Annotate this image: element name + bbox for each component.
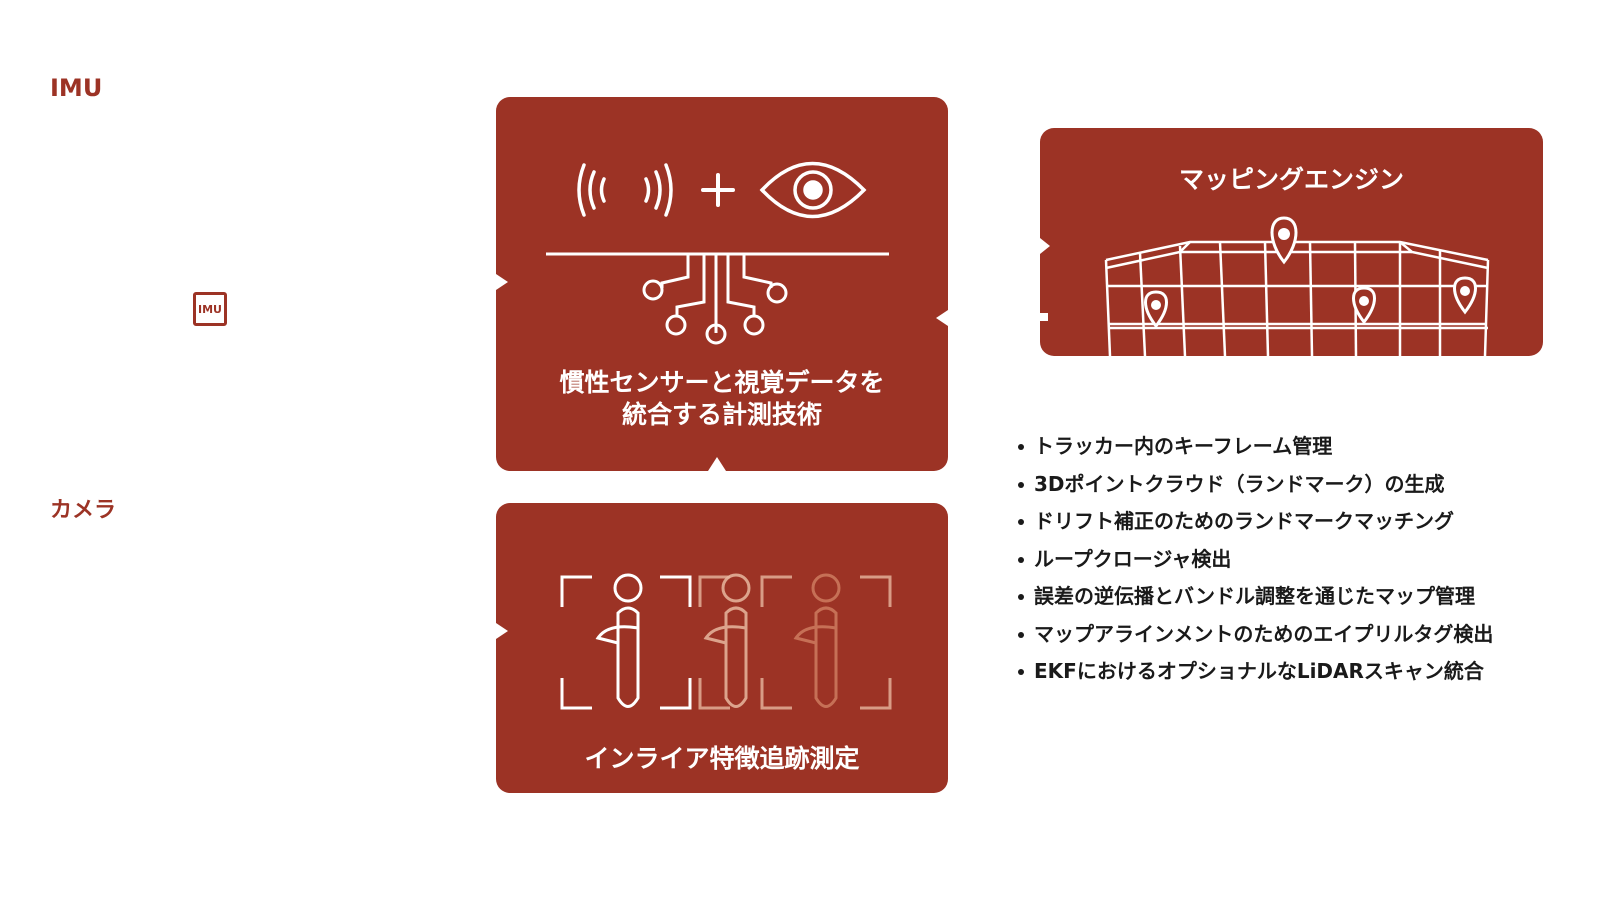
imu-badge-icon: IMU <box>193 292 227 326</box>
vio-card: 慣性センサーと視覚データを 統合する計測技術 <box>496 97 948 471</box>
tracking-frame-1 <box>560 575 692 710</box>
map-pin-icon <box>1270 216 1298 265</box>
tracking-left-notch <box>496 623 508 639</box>
list-item: トラッカー内のキーフレーム管理 <box>1018 434 1493 472</box>
tracking-title: インライア特徴追跡測定 <box>584 744 860 773</box>
list-item: EKFにおけるオプショナルなLiDARスキャン統合 <box>1018 659 1493 697</box>
mapping-card: マッピングエンジン <box>1040 128 1543 356</box>
eye-icon <box>759 161 867 219</box>
vio-right-notch <box>936 310 948 326</box>
circuit-icon <box>642 254 788 345</box>
mapping-features-list: トラッカー内のキーフレーム管理 3Dポイントクラウド（ランドマーク）の生成 ドリ… <box>1018 434 1493 697</box>
list-item: 3Dポイントクラウド（ランドマーク）の生成 <box>1018 472 1493 510</box>
tracking-card: インライア特徴追跡測定 <box>496 503 948 793</box>
list-item: 誤差の逆伝播とバンドル調整を通じたマップ管理 <box>1018 584 1493 622</box>
imu-label: IMU <box>50 74 103 102</box>
map-pin-icon-3 <box>1352 286 1376 325</box>
list-item: マップアラインメントのためのエイプリルタグ検出 <box>1018 622 1493 660</box>
map-grid-icon <box>1104 216 1490 356</box>
vio-title-line1: 慣性センサーと視覚データを <box>559 368 885 397</box>
list-item: ドリフト補正のためのランドマークマッチング <box>1018 509 1493 547</box>
mapping-title: マッピングエンジン <box>1178 165 1404 194</box>
map-pin-icon-4 <box>1453 276 1477 315</box>
tracking-frame-2 <box>698 575 892 710</box>
person-figure-1 <box>595 573 643 708</box>
person-figure-3 <box>793 573 841 708</box>
mapping-connector-bar <box>1040 313 1048 321</box>
vio-left-notch <box>496 274 508 290</box>
vio-illustration <box>546 161 889 345</box>
imu-badge-label: IMU <box>198 302 222 316</box>
camera-label: カメラ <box>50 498 117 523</box>
vio-bottom-notch <box>708 457 726 471</box>
plus-icon <box>701 173 735 207</box>
person-tracking-icon <box>560 573 892 710</box>
signal-icon <box>577 163 673 217</box>
vio-title-line2: 統合する計測技術 <box>621 400 822 429</box>
mapping-left-notch <box>1040 238 1050 254</box>
person-figure-2 <box>703 573 751 708</box>
list-item: ループクロージャ検出 <box>1018 547 1493 585</box>
vio-to-mapping-connector <box>930 240 948 248</box>
map-pin-icon-2 <box>1144 290 1168 329</box>
